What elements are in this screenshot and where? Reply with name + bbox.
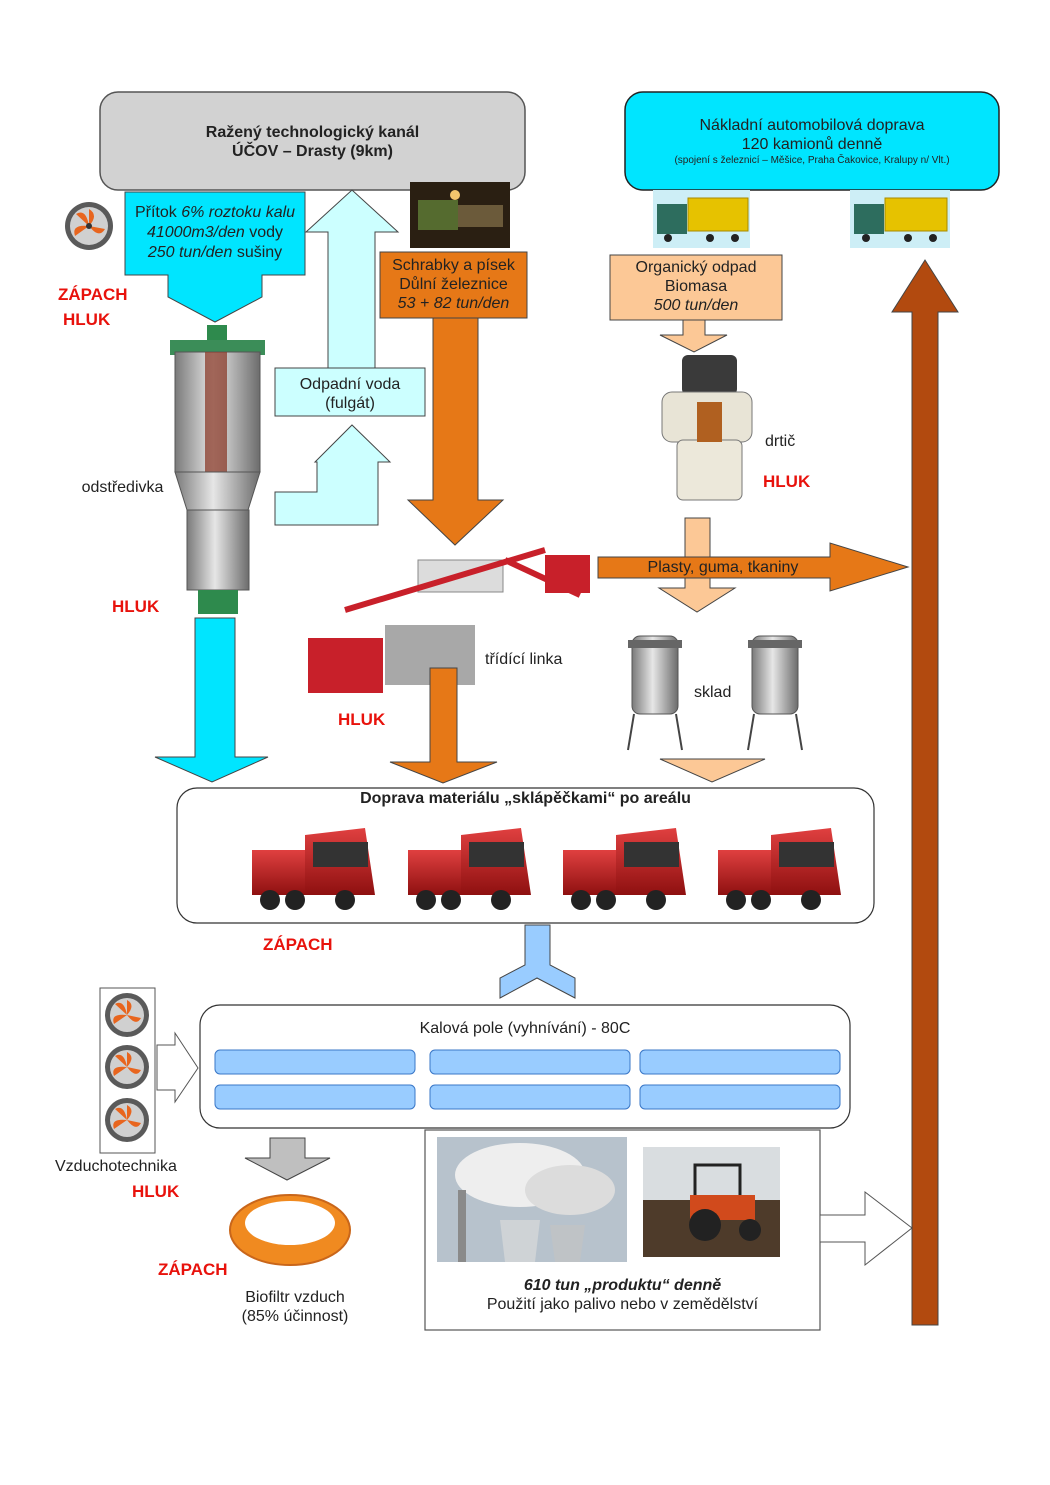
storage-silo-icon-1: [627, 635, 683, 751]
sludge-bed: [214, 1049, 416, 1075]
tractor-photo: [643, 1147, 780, 1257]
fan-icon: [105, 1045, 149, 1089]
hazard-noise-3: HLUK: [763, 472, 811, 491]
hazard-noise-2: HLUK: [112, 597, 160, 616]
sludge-bed: [429, 1049, 631, 1075]
biofilter-label: Biofiltr vzduch (85% účinnost): [241, 1289, 349, 1325]
storage-output-arrow: [659, 758, 766, 783]
lorry-photo-2: [850, 190, 950, 248]
fan-icon: [105, 993, 149, 1037]
organic-label: Organický odpad Biomasa 500 tun/den: [635, 259, 757, 314]
storage-label: sklad: [694, 684, 732, 701]
hazard-noise-5: HLUK: [132, 1182, 180, 1201]
inflow-arrow: [124, 191, 306, 323]
waste-water-up-arrow: [304, 189, 400, 369]
centrifuge-label: odstředivka: [81, 479, 164, 496]
sludge-field-beds: [214, 1049, 841, 1110]
waste-water-box: [274, 367, 426, 417]
waste-water-label: Odpadní voda (fulgát): [299, 376, 401, 412]
dump-truck-icon-4: [718, 828, 841, 910]
storage-silo-icon-2: [747, 635, 803, 751]
biofilter-arrow: [244, 1137, 331, 1181]
sludge-bed: [429, 1084, 631, 1110]
dump-truck-icon-2: [408, 828, 531, 910]
centrifuge-output-arrow: [154, 617, 269, 783]
transport-title: Doprava materiálu „sklápěčkami“ po areál…: [360, 790, 691, 807]
canal-box: [99, 91, 526, 191]
sorting-label: třídící linka: [485, 651, 563, 668]
scrapings-arrow: [406, 317, 505, 546]
canal-title: Ražený technologický kanál ÚČOV – Drasty…: [205, 124, 420, 160]
plastics-label: Plasty, guma, tkaniny: [647, 559, 799, 576]
dump-truck-icon-3: [563, 828, 686, 910]
power-plant-photo: [437, 1137, 627, 1262]
biofilter-icon: [229, 1194, 351, 1266]
plastics-arrow: [597, 542, 910, 592]
mine-railway-photo: [410, 182, 510, 248]
sludge-bed: [639, 1084, 841, 1110]
organic-arrow: [659, 319, 728, 353]
scrapings-label: Schrabky a písek Důlní železnice 53 + 82…: [392, 257, 515, 312]
split-arrow: [499, 924, 576, 999]
hazard-smell-2: ZÁPACH: [263, 935, 333, 954]
crusher-label: drtič: [765, 433, 796, 450]
fan-icon: [65, 202, 113, 250]
sorting-output-arrow: [389, 667, 498, 784]
waste-water-arrow: [274, 424, 392, 526]
hazard-noise-1: HLUK: [63, 310, 111, 329]
scrapings-box: [379, 251, 528, 319]
inflow-label: Přítok 6% roztoku kalu 41000m3/den vody …: [134, 204, 296, 261]
fan-icon: [105, 1098, 149, 1142]
hazard-smell-3: ZÁPACH: [158, 1260, 228, 1279]
crusher-icon: [661, 355, 753, 501]
air-tech-arrow: [156, 1031, 199, 1104]
sludge-bed: [639, 1049, 841, 1075]
centrifuge-icon: [170, 325, 265, 614]
dump-truck-icon-1: [252, 828, 375, 910]
fields-title: Kalová pole (vyhnívání) - 80C: [419, 1020, 631, 1037]
sludge-bed: [214, 1084, 416, 1110]
trucking-box: [624, 91, 1000, 191]
rust-upward-arrow: [891, 259, 959, 1326]
product-output-arrow: [819, 1190, 913, 1267]
product-label: 610 tun „produktu“ denně Použití jako pa…: [486, 1277, 759, 1313]
trucking-title: Nákladní automobilová doprava 120 kamion…: [674, 117, 950, 166]
hazard-noise-4: HLUK: [338, 710, 386, 729]
hazard-smell-1: ZÁPACH: [58, 285, 128, 304]
lorry-photo-1: [653, 190, 750, 248]
air-tech-label: Vzduchotechnika: [55, 1158, 177, 1175]
